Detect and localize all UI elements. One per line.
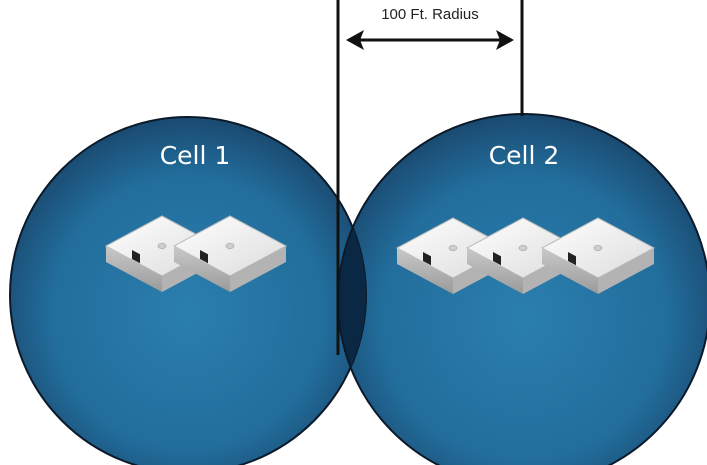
cell-1-label: Cell 1 <box>160 141 231 170</box>
radius-arrow <box>346 30 514 50</box>
cell-2-label: Cell 2 <box>489 141 560 170</box>
radius-label: 100 Ft. Radius <box>381 6 479 23</box>
